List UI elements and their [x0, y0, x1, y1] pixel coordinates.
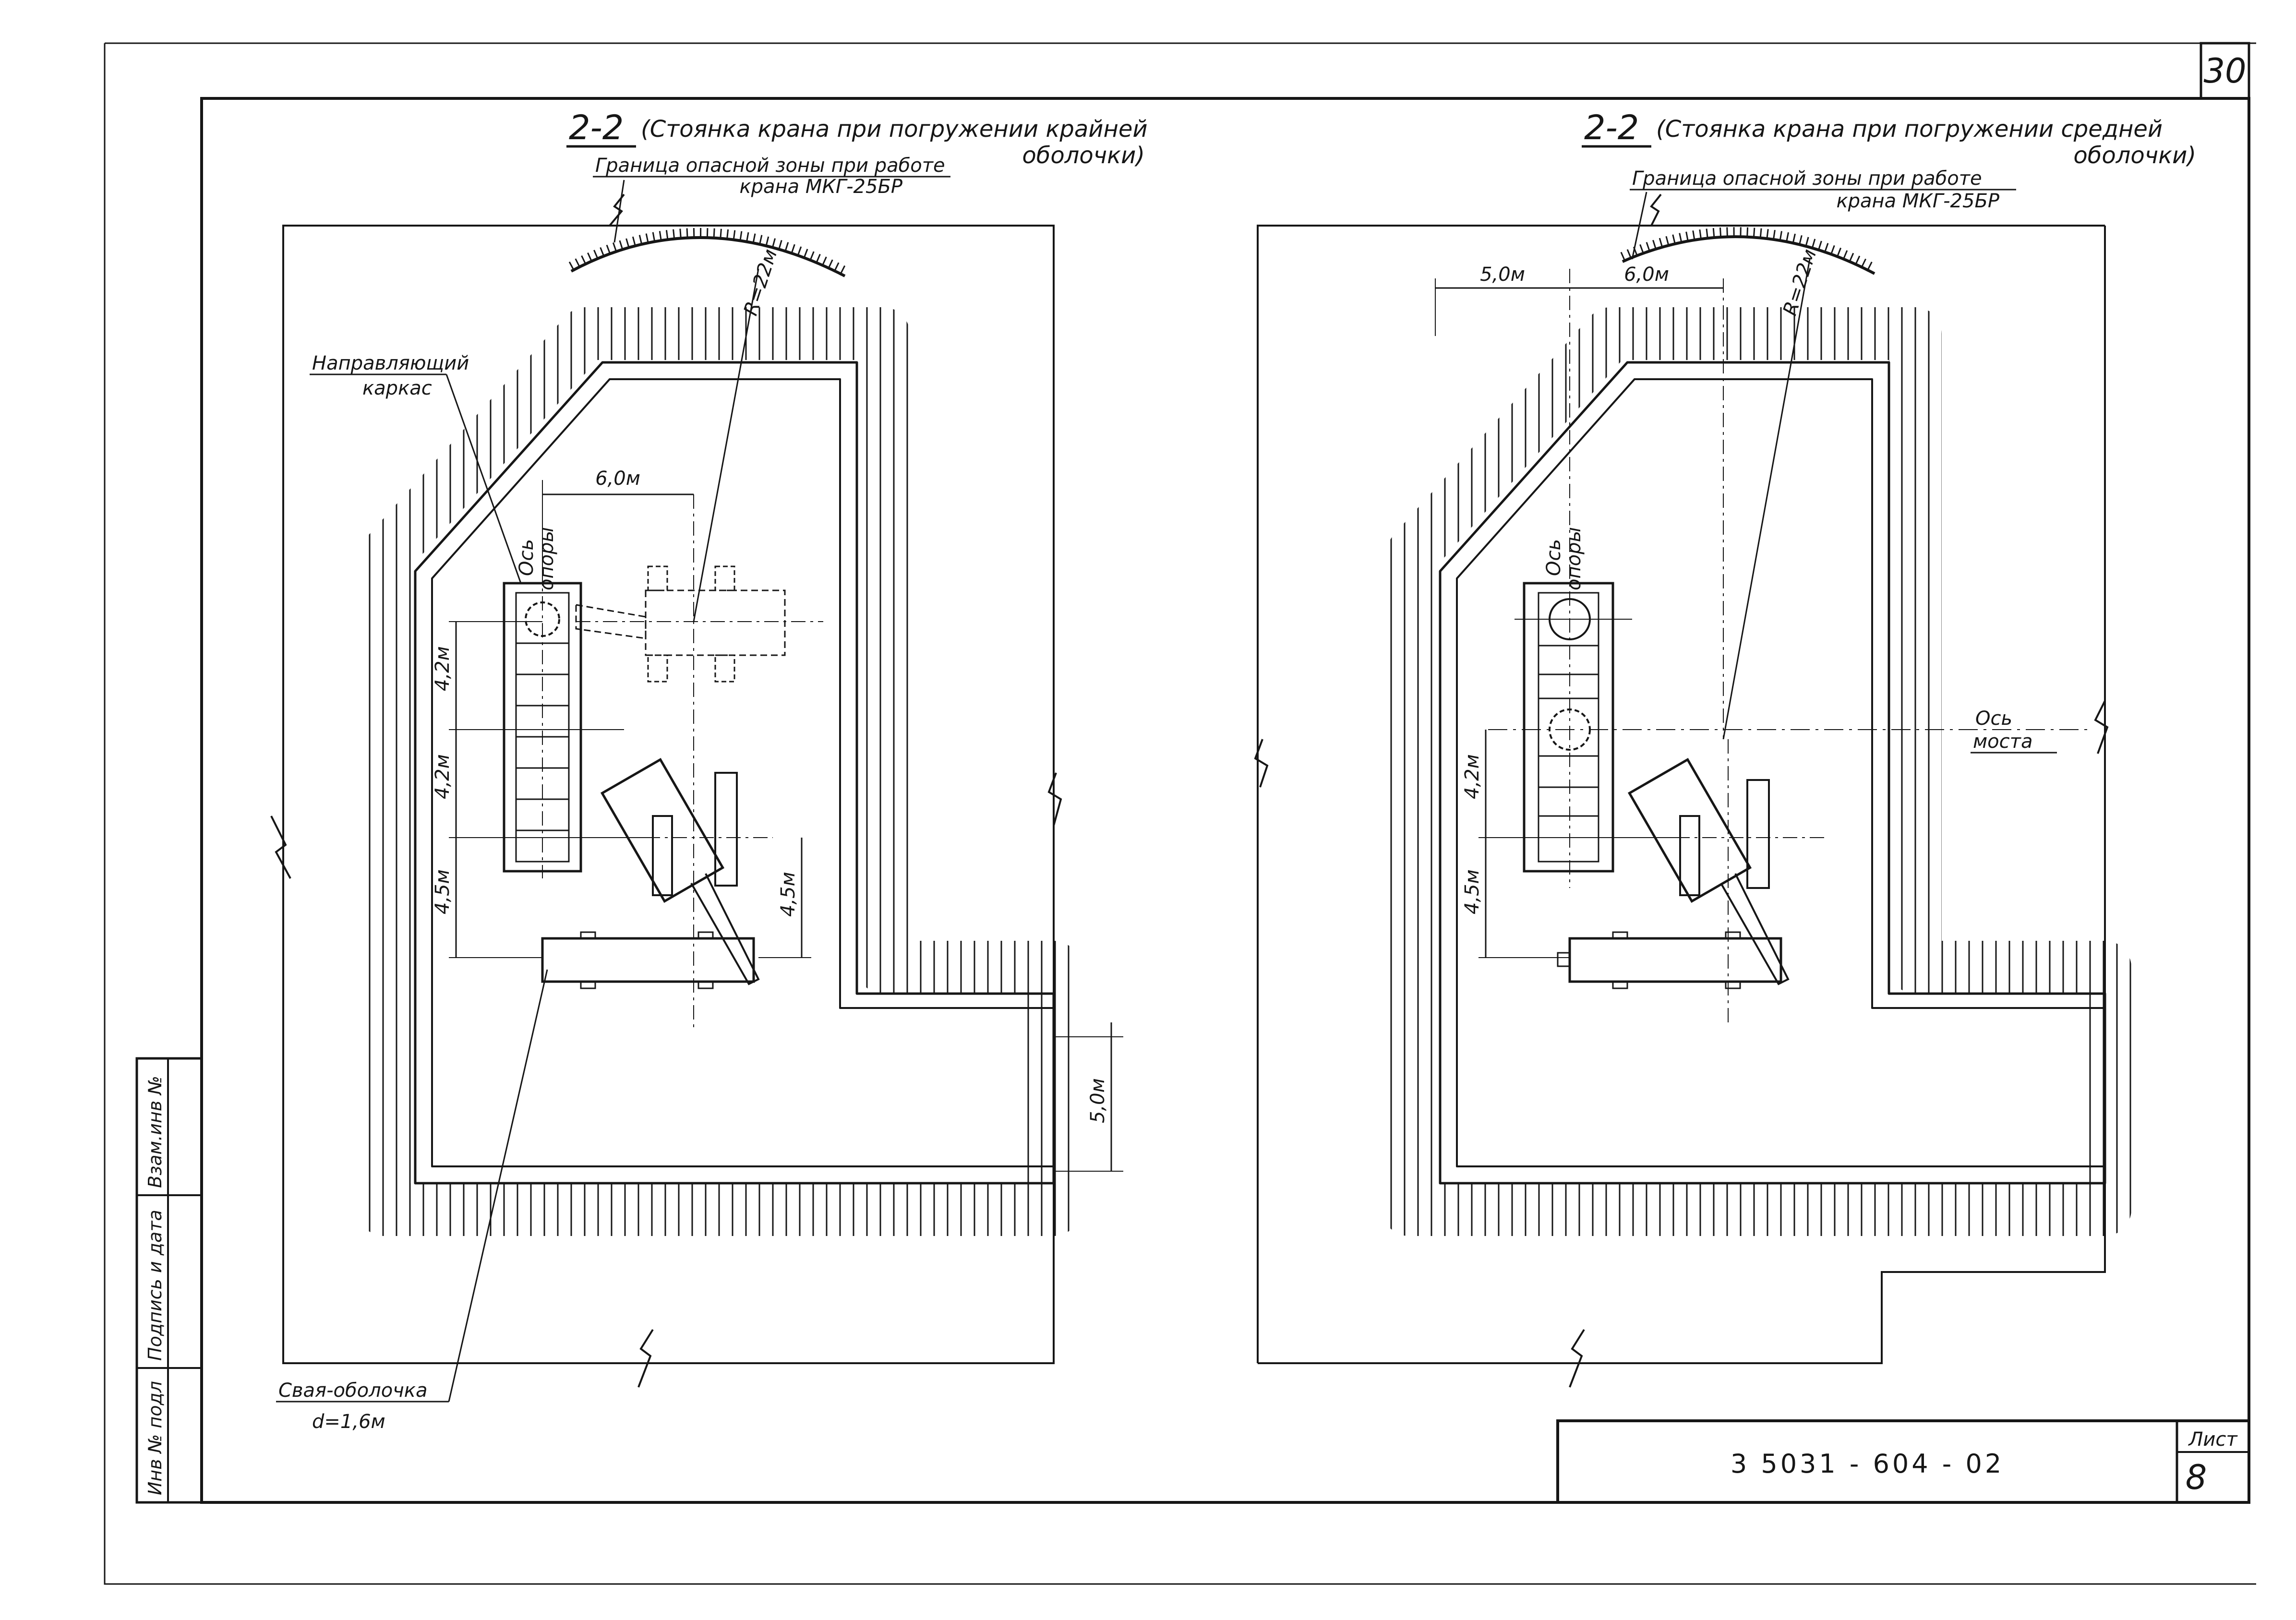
right-danger-zone-line1: Граница опасной зоны при работе [1632, 168, 1982, 190]
right-dim-5-0: 5,0м [1480, 264, 1525, 286]
right-sheet-pile-enclosure [1382, 307, 2131, 1236]
left-plan: 2-2 (Стоянка крана при погружении крайне… [270, 108, 1148, 1433]
right-bridge-axis-line2: моста [1973, 731, 2032, 753]
stamp-inv-no: Инв № подл [144, 1381, 166, 1495]
left-crane-body [600, 758, 725, 903]
left-dim-4-5-left: 4,5м [432, 869, 454, 914]
right-dim-4-5: 4,5м [1461, 869, 1483, 914]
left-guide-frame-line1: Направляющий [312, 352, 469, 374]
stamp-replaced-inv: Взам.инв № [144, 1076, 166, 1188]
right-danger-zone-arc [1622, 235, 1875, 275]
sheet-number: 8 [2186, 1458, 2207, 1497]
right-support-axis-line1: Ось [1543, 539, 1565, 576]
side-stamp: Инв № подл Подпись и дата Взам.инв № [135, 1057, 203, 1504]
left-dim-4-2-mid: 4,2м [432, 754, 454, 799]
left-pile-line2: d=1,6м [312, 1411, 385, 1433]
left-section-mark: 2-2 [569, 108, 624, 147]
right-pile [1568, 937, 1782, 983]
right-support-axis-line2: опоры [1563, 527, 1585, 590]
left-dim-4-2-top: 4,2м [432, 646, 454, 691]
document-code: 3 5031 - 604 - 02 [1731, 1449, 2004, 1479]
left-danger-zone-arc [570, 236, 846, 277]
left-dim-6-0: 6,0м [595, 468, 640, 490]
left-danger-zone-line1: Граница опасной зоны при работе [595, 155, 945, 177]
title-block: 3 5031 - 604 - 02 Лист 8 [1556, 1419, 2250, 1504]
left-pile-line1: Свая-оболочка [278, 1380, 427, 1402]
left-title-line2: оболочки) [1022, 142, 1145, 169]
right-dim-4-2: 4,2м [1461, 754, 1483, 799]
stamp-signature-date: Подпись и дата [144, 1210, 166, 1361]
right-crane-body [1627, 758, 1752, 903]
page-number: 30 [2203, 51, 2246, 91]
sheet-label: Лист [2188, 1428, 2238, 1451]
right-guide-frame [1523, 582, 1614, 873]
sheet-outline [104, 42, 2256, 1585]
right-title-line2: оболочки) [2073, 142, 2196, 169]
page-number-box [2200, 42, 2250, 100]
right-site-boundary [1257, 225, 2106, 1364]
left-support-axis-line1: Ось [516, 539, 538, 576]
right-dim-6-0: 6,0м [1624, 264, 1669, 286]
left-dim-4-5-right: 4,5м [777, 872, 799, 917]
left-guide-frame-line2: каркас [362, 377, 432, 399]
left-pile [541, 937, 755, 983]
left-danger-zone-line2: крана МКГ-25БР [739, 176, 902, 198]
right-plan: 2-2 (Стоянка крана при погружении средне… [1254, 108, 2196, 1388]
right-title-line1: (Стоянка крана при погружении средней [1656, 116, 2163, 143]
right-danger-zone-line2: крана МКГ-25БР [1836, 190, 1999, 212]
right-section-mark: 2-2 [1584, 108, 1639, 147]
left-title-line1: (Стоянка крана при погружении крайней [641, 116, 1148, 143]
left-site-boundary [282, 225, 1055, 1364]
left-sheet-pile-enclosure [358, 307, 1080, 1236]
right-bridge-axis-line1: Ось [1975, 708, 2012, 730]
left-dim-5-0: 5,0м [1087, 1078, 1109, 1123]
drawing-frame [200, 97, 2250, 1504]
left-support-axis-line2: опоры [536, 527, 558, 590]
